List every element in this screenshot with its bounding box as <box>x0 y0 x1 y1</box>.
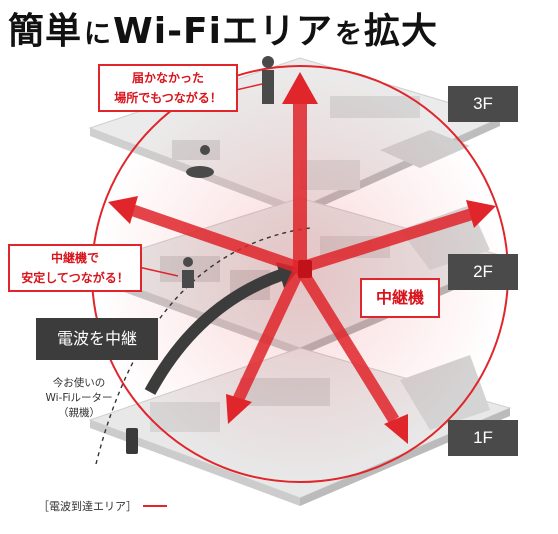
floor-label-2f: 2F <box>448 254 518 290</box>
router-device <box>126 428 138 454</box>
repeater-label: 中継機 <box>360 278 440 318</box>
router-caption-line1: 今お使いの <box>52 377 106 389</box>
router-caption-line3: （親機） <box>58 407 100 419</box>
relay-label: 電波を中継 <box>36 318 158 360</box>
signal-arrows <box>108 72 496 444</box>
router-caption: 今お使いの Wi-Fiルーター （親機） <box>24 376 134 421</box>
callout-mid-line1: 中継機で <box>50 251 99 265</box>
headline-part1: 簡単 <box>8 11 83 52</box>
legend-swatch <box>143 505 167 507</box>
router-caption-line2: Wi-Fiルーター <box>45 392 113 404</box>
floor-label-1f: 1F <box>448 420 518 456</box>
headline-part5: 拡大 <box>363 11 438 52</box>
callout-top-line1: 届かなかった <box>131 71 204 85</box>
router-range-dashed <box>95 227 311 465</box>
relay-curve-arrow <box>144 266 292 395</box>
legend: ［電波到達エリア］ <box>38 498 167 514</box>
headline: 簡単 に Wi-Fiエリア を 拡大 <box>8 2 438 56</box>
legend-label: ［電波到達エリア］ <box>38 500 137 513</box>
callout-mid-line2: 安定してつながる！ <box>21 271 129 285</box>
callout-top-line2: 場所でもつながる！ <box>114 91 222 105</box>
person-silhouettes <box>182 56 274 288</box>
callout-top: 届かなかった 場所でもつながる！ <box>98 64 238 112</box>
callout-mid: 中継機で 安定してつながる！ <box>8 244 142 292</box>
floor-label-3f: 3F <box>448 86 518 122</box>
headline-part2: に <box>84 19 112 50</box>
headline-part3: Wi-Fiエリア <box>113 11 333 52</box>
repeater-device <box>298 260 312 278</box>
headline-part4: を <box>334 19 362 50</box>
